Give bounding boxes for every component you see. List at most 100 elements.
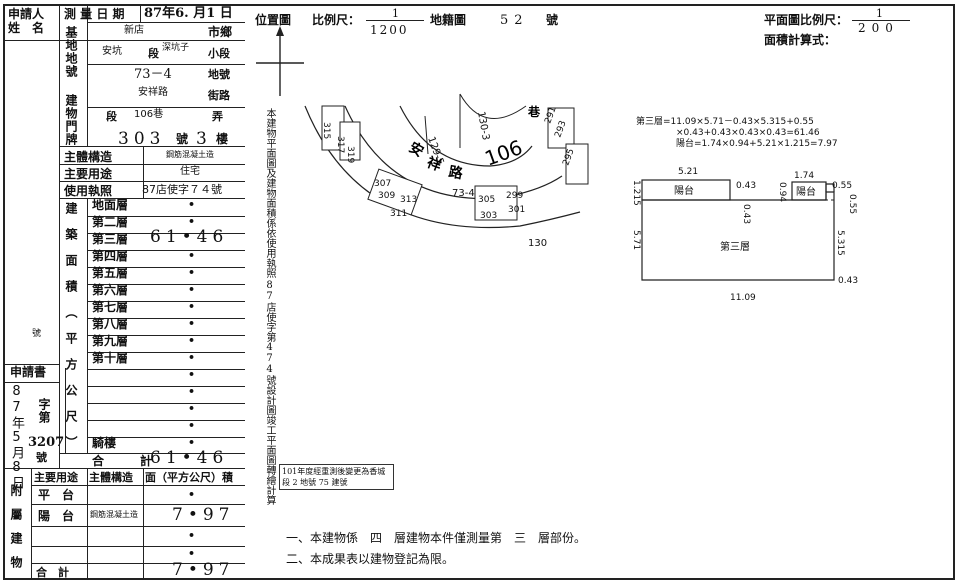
house-number-unit: 號 (176, 132, 189, 146)
survey-form-frame (3, 4, 955, 580)
structure-value: 鋼筋混凝土造 (166, 150, 214, 159)
attached-total-value: 7•97 (172, 560, 235, 580)
side-mark: 號 (32, 329, 42, 339)
attached-area: • (188, 547, 196, 560)
floor-name: 第三層 (92, 232, 129, 246)
floor-area-value: • (188, 368, 196, 381)
dim-0-94: 0.94 (777, 182, 787, 202)
calc-line-3: 陽台=1.74×0.94+5.21×1.215=7.97 (676, 139, 838, 149)
dim-5-315: 5.315 (835, 230, 845, 256)
road-label-1: 安 (406, 139, 427, 161)
dim-11-09: 11.09 (730, 293, 756, 303)
floor-name: 第十層 (92, 351, 129, 365)
license-label: 使用執照 (64, 184, 113, 198)
dim-0-43-a: 0.43 (736, 181, 756, 191)
building-area-label: 建築面積（平方公尺） (64, 202, 78, 462)
unit-label-299: 299 (506, 191, 523, 201)
floor-area-value: • (188, 402, 196, 415)
survey-date-value: 87年6. 月1 日 (144, 6, 233, 21)
unit-label-315: 315 (321, 122, 331, 139)
land-number-unit: 地號 (208, 68, 230, 81)
calc-line-1: 第三層=11.09×5.71－0.43×5.315+0.55 (636, 117, 814, 127)
structure-label: 主體構造 (64, 150, 113, 164)
dim-1-74: 1.74 (794, 171, 814, 181)
note-1: 一、本建物係 四 層建物本件僅測量第 三 層部份。 (286, 531, 587, 545)
building-number-label: 建物門牌 (64, 94, 78, 146)
floor-plan-scale-denominator: 200 (858, 21, 899, 35)
application-number-unit: 號 (36, 451, 47, 464)
floor-plan-scale-label: 平面圖比例尺： (764, 13, 849, 27)
attached-use: 陽 台 (38, 509, 75, 523)
unit-label-317: 317 (335, 136, 345, 153)
lane-unit: 弄 (212, 110, 223, 123)
dim-1-215: 1.215 (631, 180, 641, 206)
floor-plan-drawing: 5.21 1.215 0.43 0.94 1.74 0.55 0.55 0.43… (631, 167, 858, 303)
floor-area-value: • (188, 215, 196, 228)
unit-label-301: 301 (508, 205, 525, 215)
unit-label-319: 319 (345, 146, 355, 163)
floor-area-value: • (188, 419, 196, 432)
floor-name: 騎樓 (92, 436, 117, 450)
building-total-value: 61•46 (150, 448, 229, 468)
location-scale-label: 比例尺： (312, 13, 361, 27)
unit-label-311: 311 (390, 209, 407, 219)
attached-area: • (188, 529, 196, 542)
survey-date-label: 測 量 日 期 (64, 7, 125, 21)
dim-0-55-b: 0.55 (847, 194, 857, 214)
floor-plan-scale-bar (852, 20, 910, 21)
location-scale-numerator: 1 (392, 7, 399, 20)
unit-label-313: 313 (400, 195, 417, 205)
application-date: 87年5月8日 (9, 384, 24, 490)
building-total-label: 合 計 (92, 454, 153, 468)
section-name: 安坑 (102, 46, 122, 57)
land-section-label: 基地地號 (64, 26, 78, 78)
license-reference-note: 87店使字第474號設計圖竣工平面圖轉繪計算 (264, 280, 275, 505)
city-value: 新店 (124, 25, 144, 36)
section2-unit: 段 (106, 110, 117, 123)
attached-section-label: 附屬建物 (9, 484, 23, 580)
applicant-label: 申請人 (8, 7, 45, 21)
unit-label-307: 307 (374, 179, 391, 189)
floor-unit: 樓 (216, 132, 229, 146)
floor-name: 第八層 (92, 317, 129, 331)
floor-name: 第七層 (92, 300, 129, 314)
application-label: 申請書 (10, 365, 47, 379)
attached-total-label: 合 計 (36, 566, 69, 579)
unit-label-309: 309 (378, 191, 395, 201)
road-value: 安祥路 (138, 87, 168, 98)
application-char-label: 字第 (37, 398, 51, 424)
land-number-value: 73－4 (134, 67, 172, 82)
floor-area-value: • (188, 283, 196, 296)
attached-area: • (188, 488, 196, 501)
floor-area-value: 61•46 (150, 227, 229, 247)
attached-use: 平 台 (38, 488, 75, 502)
section-unit: 段 (148, 47, 159, 60)
left-register-table (3, 4, 245, 580)
floor-name: 第六層 (92, 283, 129, 297)
location-map-drawing: 315 317 319 307 309 313 311 305 303 299 … (256, 26, 589, 249)
parcel-label-73-4: 73-4 (452, 188, 475, 199)
subsection-unit: 小段 (208, 47, 230, 60)
scale-fraction-bar (366, 20, 424, 21)
floor-area-value: • (188, 436, 196, 449)
floor-name: 第九層 (92, 334, 129, 348)
floor-area-value: • (188, 385, 196, 398)
location-scale-denominator: 1200 (370, 23, 409, 37)
dim-0-43-c: 0.43 (838, 276, 858, 286)
floor-area-value: • (188, 317, 196, 330)
attached-header-use: 主要用途 (34, 471, 78, 484)
floor-outline (641, 191, 835, 281)
floor-name: 第二層 (92, 215, 129, 229)
road-label-3: 路 (447, 163, 465, 182)
cadastral-sheet-unit: 號 (546, 13, 559, 27)
application-number: 3207 (28, 435, 65, 450)
floor-name: 第四層 (92, 249, 129, 263)
floor-area-value: • (188, 198, 196, 211)
dim-0-55-a: 0.55 (832, 181, 852, 191)
road-label-2: 祥 (425, 154, 444, 175)
calc-line-2: ×0.43+0.43×0.43×0.43=61.46 (676, 128, 820, 138)
city-label: 市鄉 (208, 25, 233, 39)
lane-number: 106 (482, 135, 526, 171)
dim-5-21: 5.21 (678, 167, 698, 177)
dim-5-71: 5.71 (631, 230, 641, 250)
